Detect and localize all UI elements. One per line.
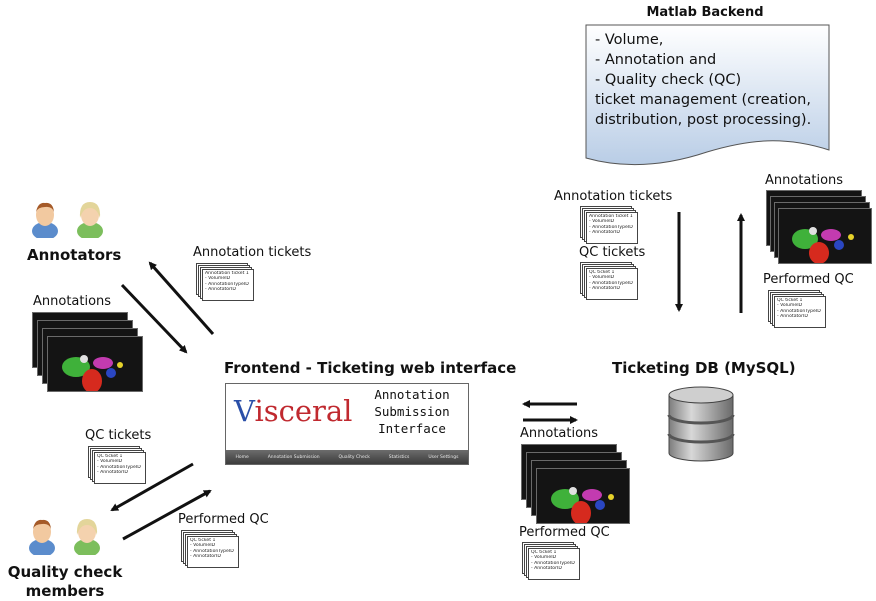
annotation-image-front (47, 336, 143, 392)
qc-ticket-card: QC ticket 1 - VolumeID - AnnotationTypeI… (94, 452, 146, 484)
web-interface-nav: Home Annotation Submission Quality Check… (226, 450, 468, 464)
ticket-line: - AnnotationTypeID (531, 560, 575, 566)
ticket-line: - AnnotatorID (589, 286, 620, 292)
qc-ticket-card: QC ticket 1 - VolumeID - AnnotationTypeI… (774, 296, 826, 328)
annotation-image-front (536, 468, 630, 524)
ticket-title: QC ticket 1 (777, 298, 803, 303)
performed-qc-left-label: Performed QC (178, 512, 269, 527)
ticket-title: QC ticket 1 (97, 454, 123, 459)
matlab-backend-description: - Volume, - Annotation and - Quality che… (595, 32, 812, 128)
ticket-line: - VolumeID (589, 275, 615, 281)
performed-qc-stack-center: QC ticket 1 - VolumeID - AnnotationTypeI… (522, 542, 584, 582)
annotations-right-label: Annotations (765, 173, 844, 188)
ticket-line: - AnnotatorID (777, 314, 808, 320)
ticket-line: - VolumeID (205, 276, 231, 282)
arrow-qc-to-frontend (122, 489, 212, 541)
qc-member-male-icon (27, 515, 57, 557)
ticket-line: - AnnotatorID (190, 554, 221, 560)
annotation-images-center (521, 444, 631, 524)
annotations-left-label: Annotations (33, 294, 112, 309)
visceral-logo: Visceral (234, 394, 353, 428)
matlab-backend-document: - Volume, - Annotation and - Quality che… (585, 24, 830, 170)
annotators-label: Annotators (27, 246, 122, 264)
arrow-frontend-to-qc (110, 462, 194, 512)
annotation-images-left (32, 312, 143, 392)
ticket-line: - VolumeID (589, 219, 615, 225)
ticket-line: - AnnotatorID (205, 287, 236, 293)
ticket-line: - AnnotationTypeID (190, 548, 234, 554)
annotation-tickets-left-label: Annotation tickets (193, 245, 312, 260)
ticket-line: - AnnotatorID (531, 566, 562, 572)
annotation-ticket-card: Annotation ticket 1 - VolumeID - Annotat… (202, 269, 254, 301)
qc-member-female-icon (72, 515, 102, 557)
ticket-title: Annotation ticket 1 (205, 271, 249, 276)
ticket-line: - AnnotatorID (97, 470, 128, 476)
annotation-tickets-right-label: Annotation tickets (554, 189, 673, 204)
annotation-image-front (778, 208, 872, 264)
qc-tickets-left-label: QC tickets (85, 428, 152, 443)
annotation-ticket-stack-right: Annotation ticket 1 - VolumeID - Annotat… (580, 206, 642, 246)
web-interface-screenshot: Visceral Annotation Submission Interface… (225, 383, 469, 465)
ticket-line: - AnnotationTypeID (97, 464, 141, 470)
performed-qc-center-label: Performed QC (519, 525, 610, 540)
annotation-ticket-card: Annotation ticket 1 - VolumeID - Annotat… (586, 212, 638, 244)
matlab-backend-title: Matlab Backend (646, 5, 764, 20)
annotation-images-right (766, 190, 876, 270)
performed-qc-right-label: Performed QC (763, 272, 854, 287)
qc-ticket-stack-left: QC ticket 1 - VolumeID - AnnotationTypeI… (88, 446, 150, 486)
performed-qc-stack-left: QC ticket 1 - VolumeID - AnnotationTypeI… (181, 530, 243, 570)
performed-qc-stack-right: QC ticket 1 - VolumeID - AnnotationTypeI… (768, 290, 830, 330)
annotations-center-label: Annotations (520, 426, 599, 441)
qc-tickets-right-label: QC tickets (579, 245, 646, 260)
ticket-line: - VolumeID (97, 459, 123, 465)
ticket-title: QC ticket 1 (589, 270, 615, 275)
nav-item: Quality Check (338, 454, 370, 460)
ticket-line: - AnnotationTypeID (777, 308, 821, 314)
nav-item: User Settings (428, 454, 459, 460)
qc-ticket-stack-right: QC ticket 1 - VolumeID - AnnotationTypeI… (580, 262, 642, 302)
ticket-title: Annotation ticket 1 (589, 214, 633, 219)
ticketing-db-label: Ticketing DB (MySQL) (612, 359, 796, 377)
qc-ticket-card: QC ticket 1 - VolumeID - AnnotationTypeI… (187, 536, 239, 568)
qc-ticket-card: QC ticket 1 - VolumeID - AnnotationTypeI… (586, 268, 638, 300)
qc-ticket-card: QC ticket 1 - VolumeID - AnnotationTypeI… (528, 548, 580, 580)
arrow-frontend-to-annotators (148, 261, 215, 335)
qc-members-label: Quality check members (7, 563, 123, 600)
document-shape (585, 24, 830, 166)
database-icon (665, 385, 737, 463)
ticket-title: QC ticket 1 (531, 550, 557, 555)
frontend-label: Frontend - Ticketing web interface (224, 359, 517, 377)
ticket-line: - AnnotationTypeID (589, 280, 633, 286)
ticket-line: - VolumeID (190, 543, 216, 549)
nav-item: Annotation Submission (267, 454, 320, 460)
annotator-female-icon (75, 198, 105, 240)
ticket-line: - VolumeID (531, 555, 557, 561)
nav-item: Statistics (388, 454, 410, 460)
ticket-line: - VolumeID (777, 303, 803, 309)
annotator-male-icon (30, 198, 60, 240)
ticket-line: - AnnotatorID (589, 230, 620, 236)
arrow-annotators-to-frontend (120, 283, 188, 354)
ticket-title: QC ticket 1 (190, 538, 216, 543)
web-interface-title: Annotation Submission Interface (374, 387, 450, 436)
nav-item: Home (235, 454, 249, 460)
annotation-ticket-stack-left: Annotation ticket 1 - VolumeID - Annotat… (196, 263, 258, 303)
ticket-line: - AnnotationTypeID (205, 281, 249, 287)
ticket-line: - AnnotationTypeID (589, 224, 633, 230)
